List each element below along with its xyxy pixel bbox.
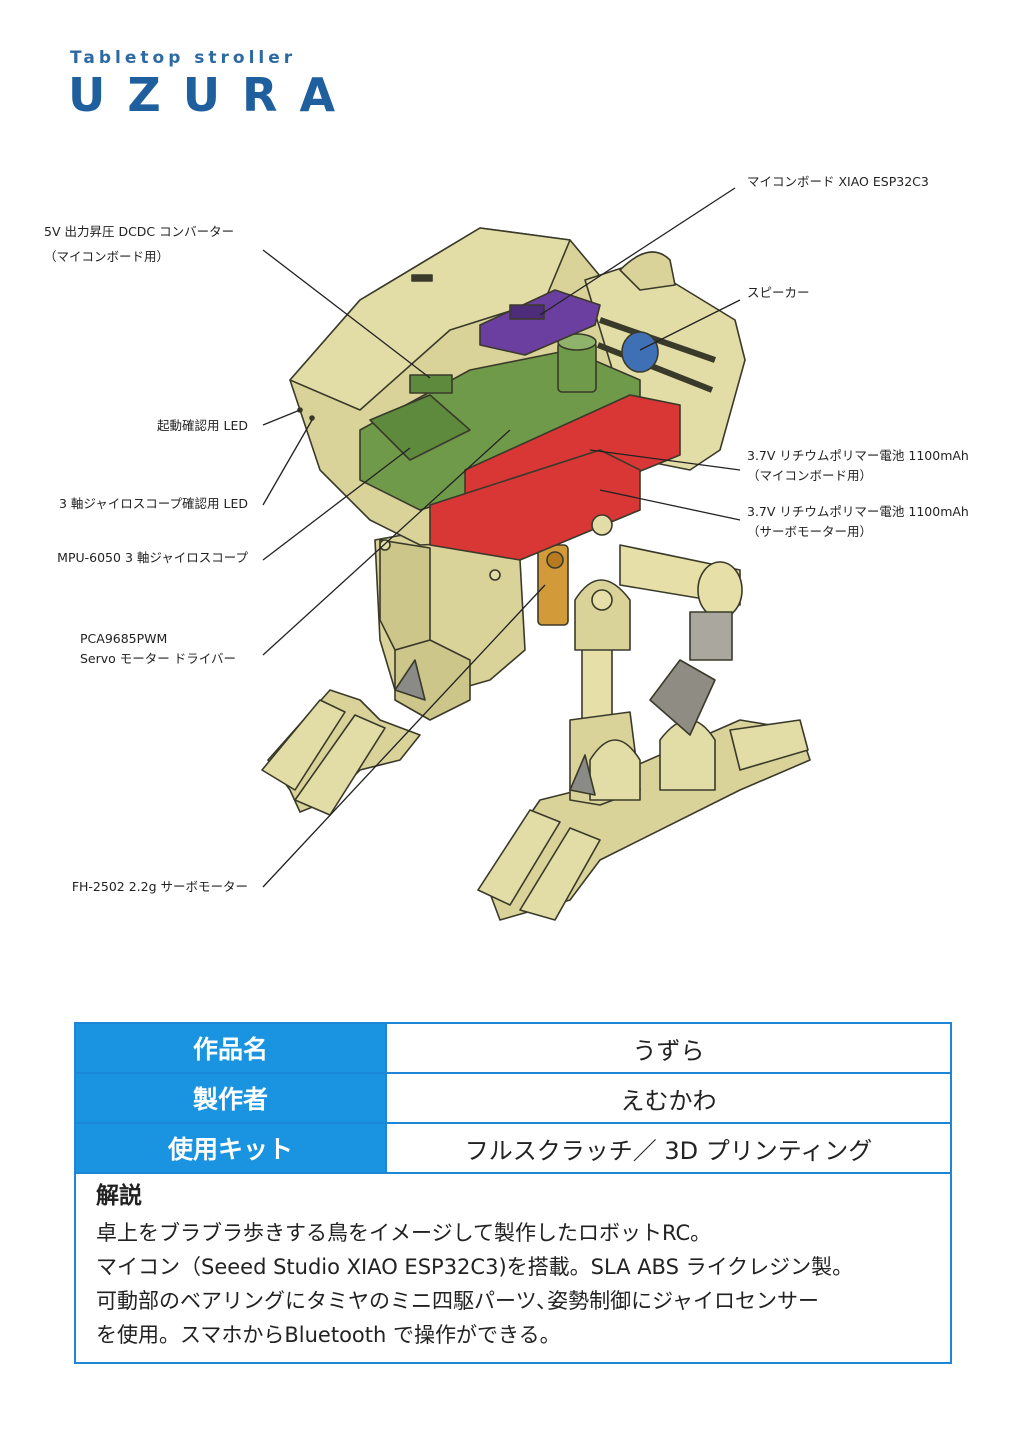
leader-led-gyro [263,420,312,505]
label-xiao: マイコンボード XIAO ESP32C3 [747,174,929,189]
right-ankle-cap [590,740,640,800]
label-pca-1: PCA9685PWM [80,631,167,646]
info-key-kit: 使用キット [76,1124,387,1172]
robot-illustration [262,228,810,920]
description-line: を使用。スマホからBluetooth で操作ができる。 [96,1318,936,1352]
robot-diagram: 5V 出力昇圧 DCDC コンバーター （マイコンボード用） 起動確認用 LED… [0,0,1024,1000]
leader-led-start [263,410,300,425]
hip-bolt-b [490,570,500,580]
led-gyro-dot [310,416,314,420]
description-heading: 解説 [96,1176,936,1210]
description-line: 可動部のベアリングにタミヤのミニ四駆パーツ､姿勢制御にジャイロセンサー [96,1284,936,1318]
info-row-title: 作品名 うずら [76,1024,950,1074]
description-line: マイコン（Seeed Studio XIAO ESP32C3)を搭載。SLA A… [96,1250,936,1284]
leg-joint [698,562,742,618]
servo-horn [547,552,563,568]
right-knee-pivot [592,590,612,610]
info-key-title: 作品名 [76,1024,387,1072]
body-slot [412,275,432,281]
speaker [622,332,658,372]
label-pca-2: Servo モーター ドライバー [80,651,236,666]
description-line: 卓上をブラブラ歩きする鳥をイメージして製作したロボットRC。 [96,1216,936,1250]
label-battery2-1: 3.7V リチウムポリマー電池 1100mAh [747,504,969,519]
label-mpu: MPU-6050 3 軸ジャイロスコープ [57,550,248,565]
label-dcdc-2: （マイコンボード用） [44,249,169,264]
info-value-title: うずら [387,1024,950,1072]
info-key-author: 製作者 [76,1074,387,1122]
label-speaker: スピーカー [747,285,810,300]
label-battery1-2: （マイコンボード用） [747,468,872,483]
info-value-kit: フルスクラッチ／ 3D プリンティング [387,1124,950,1172]
info-row-author: 製作者 えむかわ [76,1074,950,1124]
label-dcdc-1: 5V 出力昇圧 DCDC コンバーター [44,224,234,239]
info-row-kit: 使用キット フルスクラッチ／ 3D プリンティング [76,1124,950,1174]
info-value-author: えむかわ [387,1074,950,1122]
leg-bolt [592,515,612,535]
leg-cylinder-grey [690,612,732,660]
label-battery2-2: （サーボモーター用） [747,524,872,539]
description: 解説 卓上をブラブラ歩きする鳥をイメージして製作したロボットRC。 マイコン（S… [96,1176,936,1352]
info-table: 作品名 うずら 製作者 えむかわ 使用キット フルスクラッチ／ 3D プリンティ… [74,1022,952,1364]
hip-block [380,540,430,650]
dcdc-board [410,375,452,393]
label-led-gyro: 3 軸ジャイロスコープ確認用 LED [59,496,248,511]
leg-lower-grey [650,660,715,735]
label-led-start: 起動確認用 LED [157,418,248,433]
label-servo: FH-2502 2.2g サーボモーター [72,879,248,894]
label-battery1-1: 3.7V リチウムポリマー電池 1100mAh [747,448,969,463]
